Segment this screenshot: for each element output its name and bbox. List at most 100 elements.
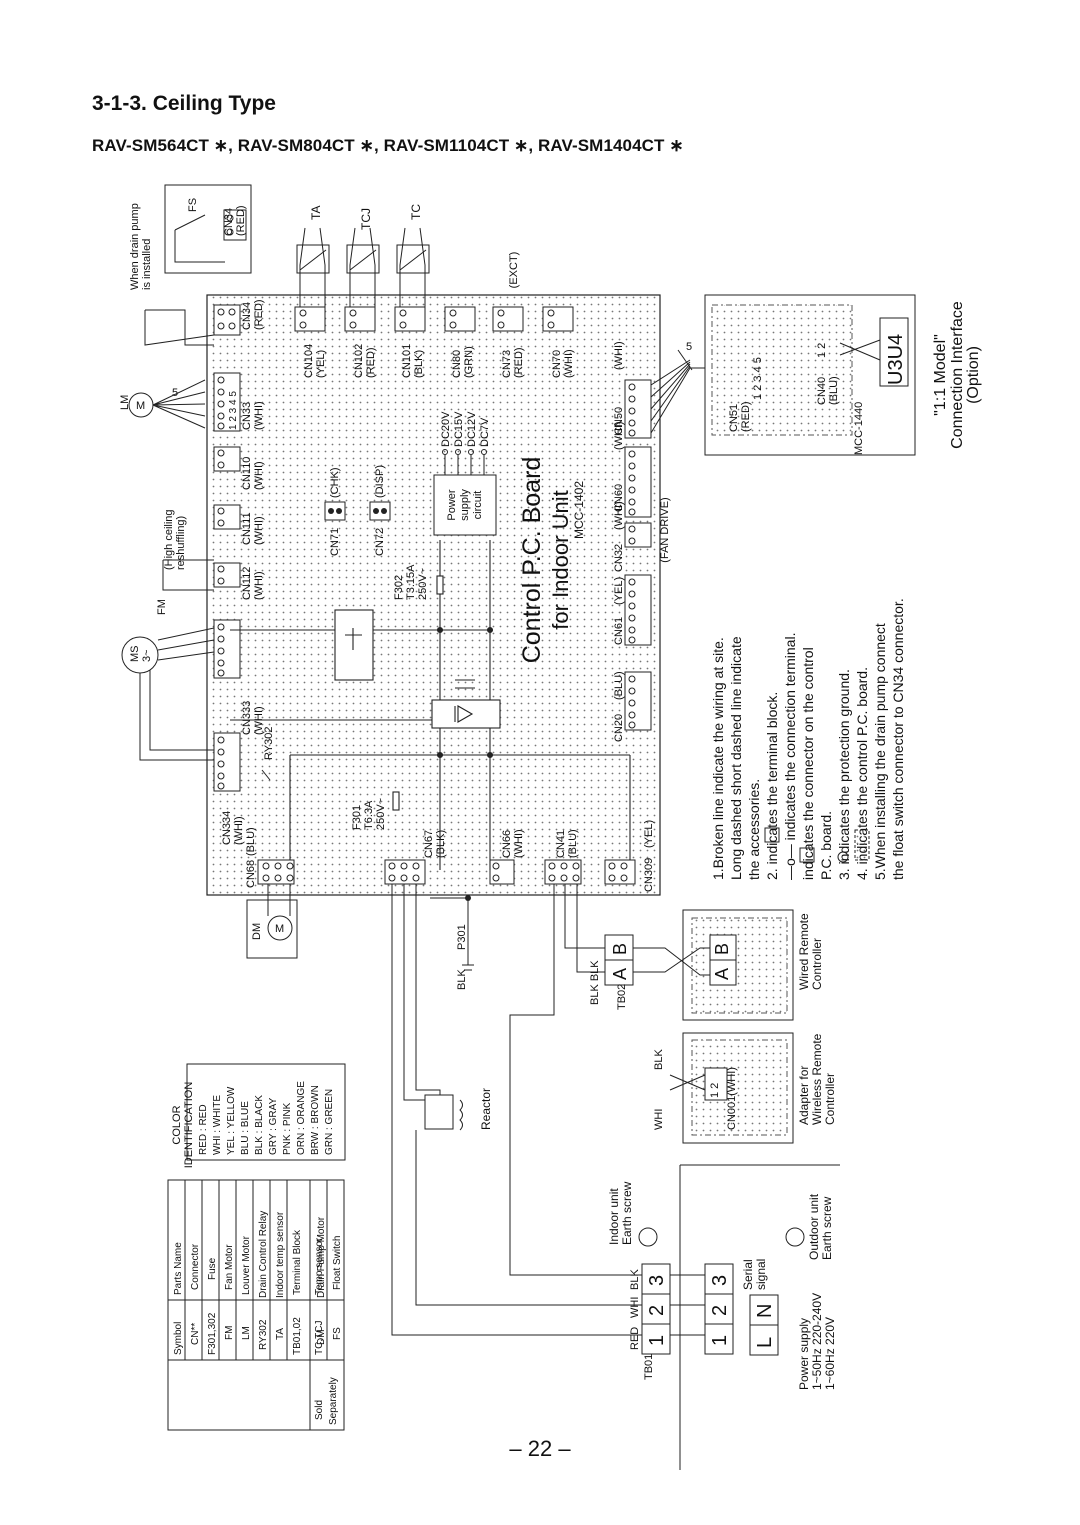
connection-interface: U3U4 CN51 (RED) 1 2 3 4 5 CN40 (BLU) 1 2… [704, 294, 982, 456]
fan-motor-letter: MS [129, 646, 141, 663]
board-subtitle: for Indoor Unit [548, 490, 573, 629]
tb02-term-a: A [610, 968, 630, 980]
cn110-color: (WHI) [253, 461, 265, 490]
tb01-term-2: 2 [646, 1305, 668, 1316]
f301-rating: T6.3A [363, 800, 375, 830]
cn60-label: CN60 [613, 484, 625, 512]
fs-note-line1: When drain pump [129, 203, 141, 290]
tb02-terminal-block: A B BLK BLK TB02 [564, 884, 710, 1010]
parts-name-2: Fan Motor [224, 1244, 235, 1290]
outdoor-earth-line2: Earth screw [820, 1196, 834, 1260]
cn32-label: CN32 [613, 544, 625, 572]
cn333-color: (WHI) [253, 706, 265, 735]
cn40-label: CN40 [816, 377, 828, 405]
cn33-pins: 1 2 3 4 5 [228, 391, 239, 430]
cn001-label: CN001(WHI) [726, 1067, 738, 1130]
tb01-term-3: 3 [646, 1275, 668, 1286]
cn68-label: CN68 [245, 860, 257, 888]
cn20-color: (BLU) [613, 671, 625, 700]
ground-blk-label: BLK [456, 969, 468, 990]
cn67-label: CN67 [423, 830, 435, 858]
board-part-number: MCC-1402 [572, 481, 586, 539]
note-5: 5.When installing the drain pump connect [872, 623, 888, 880]
color-id-title1: COLOR [171, 1105, 183, 1144]
model-list: RAV-SM564CT ∗, RAV-SM804CT ∗, RAV-SM1104… [92, 136, 684, 155]
sold-separately-line2: Separately [328, 1377, 339, 1425]
fan-motor: MS 3~ FM [121, 599, 215, 761]
tb01-color-blk: BLK [629, 1269, 641, 1290]
cn334-color: (WHI) [233, 816, 245, 845]
drain-pump-letter: M [275, 923, 284, 935]
tb01-term-1: 1 [646, 1335, 668, 1346]
fs-symbol: FS [187, 198, 199, 212]
fan-motor-symbol: FM [156, 599, 168, 615]
indoor-earth-line2: Earth screw [620, 1181, 634, 1245]
cn72-label: CN72 [374, 528, 386, 556]
color-id-whi: WHI : WHITE [212, 1095, 223, 1155]
cn33-color: (WHI) [253, 401, 265, 430]
high-ceiling-line1: (High ceiling [163, 509, 175, 570]
parts-sym-6: TB01,02 [292, 1317, 303, 1355]
interface-caption-line3: (Option) [965, 346, 982, 404]
sensor-tc-label: TC [409, 204, 423, 220]
parts-sym-0: CN** [190, 1323, 201, 1345]
temperature-sensors [296, 227, 430, 307]
outdoor-term-2: 2 [709, 1305, 731, 1316]
cn110-label: CN110 [241, 457, 253, 490]
parts-table: Symbol Parts Name CN** Connector F301,30… [167, 1179, 345, 1431]
power-supply-line2: 1~50Hz 220-240V [810, 1293, 824, 1390]
parts-name-1: Fuse [207, 1257, 218, 1280]
interface-caption-line1: "1:1 Model" [932, 334, 949, 416]
interface-caption-line2: Connection Interface [949, 301, 966, 449]
wireless-adapter-block: CN001(WHI) 1 2 Adapter for Wireless Remo… [653, 1032, 837, 1144]
color-id-pnk: PNK : PINK [282, 1102, 293, 1155]
cn51-pins: 1 2 3 4 5 [752, 357, 764, 400]
color-id-blu: BLU : BLUE [240, 1101, 251, 1155]
dc7v-label: DC7V [479, 417, 491, 447]
fs-note-line2: is installed [141, 239, 153, 290]
power-supply-line1: Power [446, 489, 458, 521]
parts-sym-1: F301,302 [207, 1312, 218, 1355]
parts-name-6: Terminal Block [292, 1229, 303, 1295]
parts-name-4: Drain Control Relay [258, 1211, 269, 1298]
cn61-label: CN61 [613, 617, 625, 645]
note-4: 4. indicates the control P.C. board. [854, 667, 870, 880]
page-number: – 22 – [509, 1436, 571, 1461]
chk-label: (CHK) [329, 467, 341, 498]
exct-label: (EXCT) [508, 252, 520, 289]
dc20v-label: DC20V [440, 411, 452, 447]
chk-disp-jumpers: (CHK) CN71 (DISP) CN72 [324, 465, 391, 556]
cn50-color: (WHI) [613, 341, 625, 370]
cn111-color: (WHI) [253, 516, 265, 545]
cn20-label: CN20 [613, 714, 625, 742]
top-connector-row: CN34 (RED) 1 2 3 4 5 CN33 (WHI) CN110 (W… [213, 299, 275, 845]
sensor-tcj-label: TCJ [359, 208, 373, 230]
cn50-interface-wiring: 5 [650, 341, 705, 434]
cn34-label: CN34 [241, 302, 253, 330]
float-switch: CN34 (RED) FS When drain pump is install… [129, 184, 252, 346]
color-id-orn: ORN : ORANGE [296, 1081, 307, 1155]
legend-notes: 1.Broken line indicate the wiring at sit… [710, 598, 906, 880]
parts-name-9: Float Switch [332, 1236, 343, 1290]
cn67-color: (BLK) [435, 830, 447, 858]
fan-drive-label: (FAN DRIVE) [659, 497, 671, 562]
u3u4-label: U3U4 [885, 334, 907, 385]
color-id-grn: GRN : GREEN [324, 1089, 335, 1155]
adapter-line2: Wireless Remote [810, 1033, 824, 1125]
cn51-color: (RED) [740, 401, 752, 432]
cn104-color: (YEL) [315, 350, 327, 378]
parts-sym-9: FS [332, 1327, 343, 1340]
board-title: Control P.C. Board [518, 457, 546, 664]
cn40-pins: 1 2 [816, 343, 828, 358]
bottom-connector-row: CN50 (WHI) CN60 (WHI) CN32 (WHI) CN61 (Y… [613, 341, 652, 742]
fs-connector-label: CN34 [223, 208, 235, 236]
note-2c: indicates the connector on the control [800, 647, 816, 880]
parts-name-5: Indoor temp sensor [275, 1211, 286, 1298]
sensor-connector-row: CN104 (YEL) CN102 (RED) CN101 (BLK) CN80… [294, 306, 575, 378]
parts-sym-7: TC,TCJ [314, 1321, 325, 1355]
serial-line1: Serial [741, 1259, 755, 1290]
fs-connector-color: (RED) [235, 205, 247, 236]
cn34-color: (RED) [253, 299, 265, 330]
adapter-line3: Controller [823, 1073, 837, 1125]
parts-sym-2: FM [224, 1326, 235, 1340]
